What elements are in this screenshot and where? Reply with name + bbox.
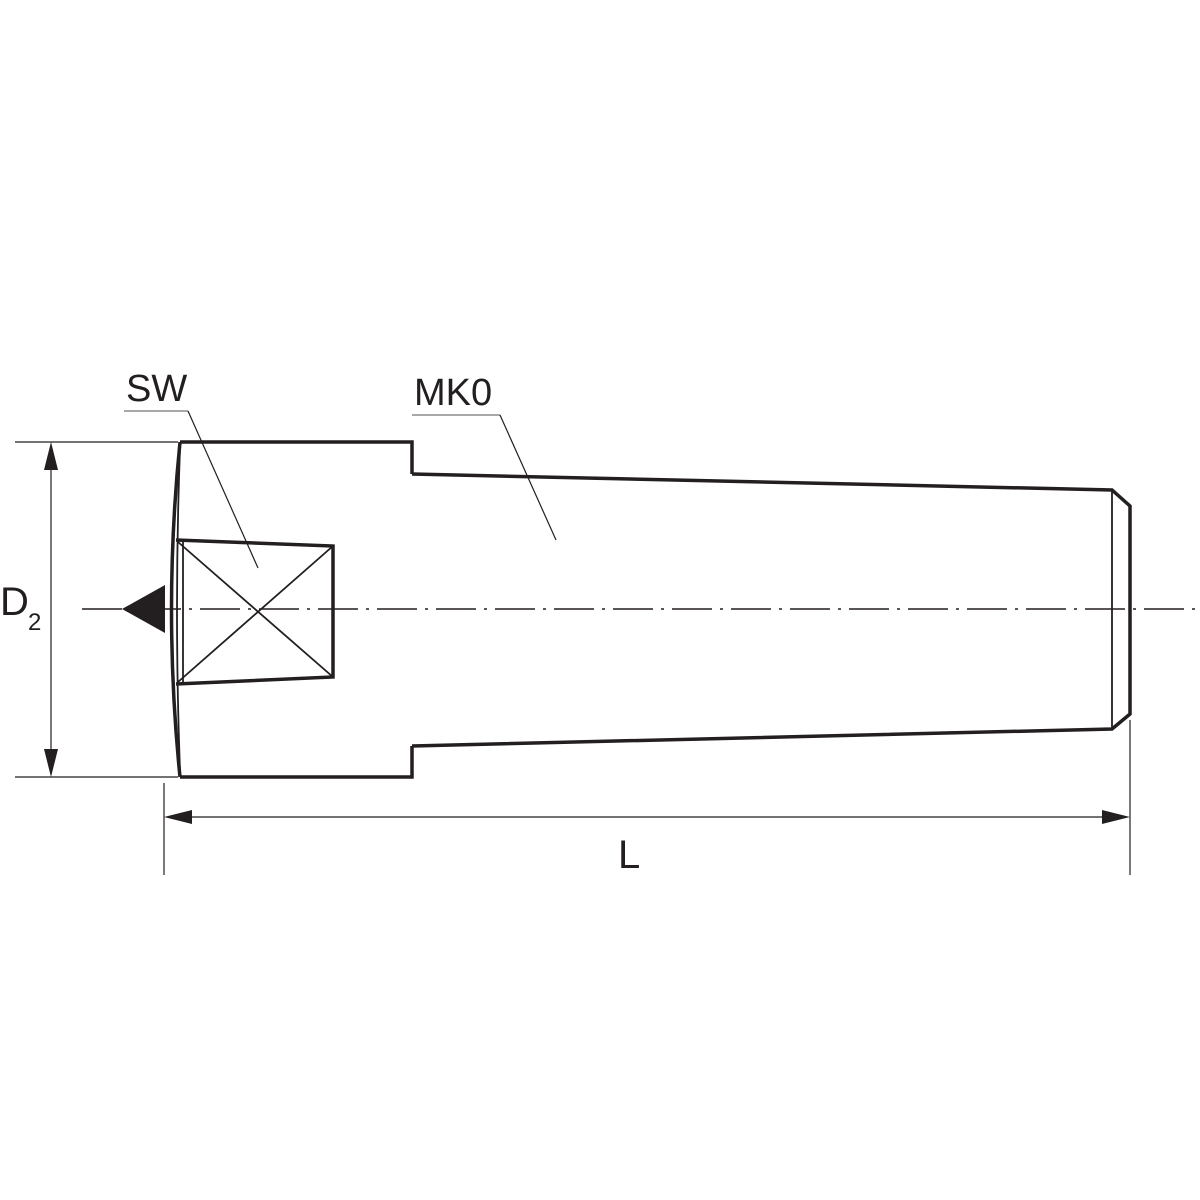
d2-label-main: D [0,580,29,624]
sw-callout: SW [124,368,259,569]
d2-label: D [0,580,29,624]
taper-shank [411,472,1132,748]
length-label: L [618,833,640,877]
d2-dimension: D 2 [0,441,178,778]
mk-callout: MK0 [412,372,557,541]
head-body [169,440,414,779]
length-dimension: L [163,720,1131,877]
square-socket [175,538,335,686]
sw-label: SW [126,368,187,410]
d2-label-subscript: 2 [28,609,41,636]
mk-label: MK0 [414,372,492,414]
point-tip [122,585,165,633]
